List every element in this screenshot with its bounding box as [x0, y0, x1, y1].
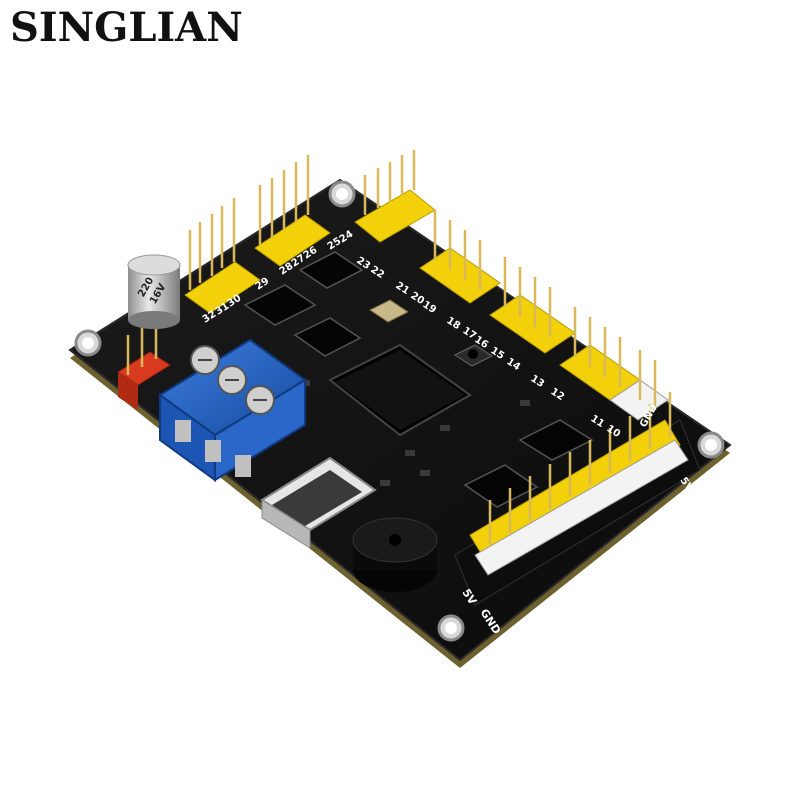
header-pins-bottom: [488, 392, 672, 545]
driver-chips: [243, 251, 594, 508]
mcu-chip: [328, 343, 472, 437]
capacitor: 220 16V: [127, 254, 181, 329]
crystal-oscillator: [369, 299, 409, 323]
usb-c-port: [260, 456, 377, 549]
mounting-holes: [74, 180, 725, 642]
header-pins-right: [433, 210, 657, 410]
header-pins-left: [188, 150, 416, 290]
brand-logo-text: SINGLIAN: [10, 4, 243, 51]
screw-terminal: [158, 338, 307, 482]
buzzer: [352, 517, 438, 592]
reset-button: [453, 344, 494, 367]
header-row-bottom: [454, 419, 701, 606]
header-row-left: [184, 189, 436, 314]
